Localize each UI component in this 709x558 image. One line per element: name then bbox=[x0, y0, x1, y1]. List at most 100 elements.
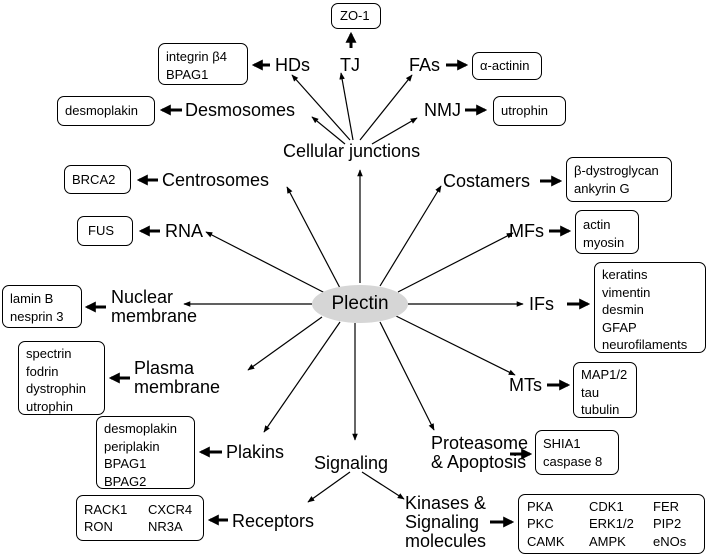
plakins-item: BPAG2 bbox=[104, 473, 147, 489]
arrow-to-rna bbox=[205, 231, 326, 294]
box-plasma: spectrin fodrin dystrophin utrophin bbox=[18, 341, 105, 415]
box-receptors: RACK1 CXCR4 RON NR3A bbox=[76, 495, 204, 541]
arrow-to-hds bbox=[291, 74, 351, 141]
box-rna: FUS bbox=[77, 216, 133, 246]
kinases-item: PIP2 bbox=[653, 516, 682, 532]
label-nuclear-membrane: Nuclear membrane bbox=[111, 288, 197, 326]
box-costamers: β-dystroglycan ankyrin G bbox=[566, 157, 672, 202]
mts-item: tubulin bbox=[581, 402, 620, 417]
box-zo1: ZO-1 bbox=[331, 3, 381, 29]
kinases-line-3: molecules bbox=[405, 531, 487, 551]
arrow-to-plakins bbox=[263, 321, 341, 433]
proteasome-item: caspase 8 bbox=[543, 453, 603, 469]
arrow-to-mts bbox=[395, 315, 516, 376]
receptors-item: NR3A bbox=[148, 519, 183, 534]
kinases-line-1: Kinases & bbox=[405, 493, 487, 513]
kinases-item: PKA bbox=[527, 498, 554, 514]
box-fas: α-actinin bbox=[472, 52, 542, 80]
label-mfs: MFs bbox=[509, 221, 544, 241]
plasma-membrane-line-2: membrane bbox=[134, 377, 221, 397]
proteasome-line-2: & Apoptosis bbox=[431, 452, 527, 472]
box-plakins: desmoplakin periplakin BPAG1 BPAG2 bbox=[96, 416, 195, 489]
ifs-item: neurofilaments bbox=[602, 337, 688, 352]
label-tj: TJ bbox=[340, 55, 360, 75]
label-plasma-membrane: Plasma membrane bbox=[134, 359, 220, 397]
arrow-to-centrosomes bbox=[286, 186, 341, 289]
ifs-item: keratins bbox=[602, 267, 648, 282]
ifs-item: GFAP bbox=[602, 319, 637, 335]
plasma-item: fodrin bbox=[26, 363, 59, 379]
desmosomes-item: desmoplakin bbox=[65, 103, 138, 118]
label-centrosomes: Centrosomes bbox=[162, 170, 270, 190]
plasma-item: utrophin bbox=[26, 398, 73, 414]
receptors-item: RON bbox=[84, 519, 113, 534]
box-nmj: utrophin bbox=[493, 96, 566, 126]
label-rna: RNA bbox=[165, 221, 204, 241]
fas-item: α-actinin bbox=[480, 58, 530, 73]
mfs-item: actin bbox=[583, 217, 611, 232]
plasma-membrane-line-1: Plasma bbox=[134, 358, 195, 378]
nuclear-membrane-line-2: membrane bbox=[111, 306, 198, 326]
kinases-item: ERK1/2 bbox=[589, 516, 634, 532]
arrow-to-plasma-membrane bbox=[247, 316, 323, 371]
nuclear-item: nesprin 3 bbox=[10, 308, 64, 324]
label-fas: FAs bbox=[409, 55, 441, 75]
plakins-item: desmoplakin bbox=[104, 421, 177, 436]
label-plakins: Plakins bbox=[226, 442, 285, 462]
box-centrosomes: BRCA2 bbox=[64, 165, 131, 194]
kinases-item: PKC bbox=[527, 516, 554, 532]
plakins-item: periplakin bbox=[104, 438, 160, 454]
box-hds: integrin β4 BPAG1 bbox=[158, 43, 248, 85]
kinases-item: CDK1 bbox=[589, 498, 624, 514]
zo1-item: ZO-1 bbox=[340, 8, 370, 23]
arrow-to-nmj bbox=[371, 117, 418, 145]
box-desmosomes: desmoplakin bbox=[57, 96, 155, 126]
label-signaling: Signaling bbox=[314, 453, 389, 473]
plakins-item: BPAG1 bbox=[104, 456, 147, 471]
arrow-to-proteasome bbox=[379, 321, 435, 431]
kinases-item: CAMK bbox=[527, 533, 565, 549]
box-kinases: PKA CDK1 FER PKC ERK1/2 PIP2 CAMK AMPK e… bbox=[518, 494, 705, 554]
label-cellular-junctions: Cellular junctions bbox=[283, 141, 421, 161]
label-kinases: Kinases & Signaling molecules bbox=[405, 494, 486, 551]
label-costamers: Costamers bbox=[443, 171, 531, 191]
kinases-item: FER bbox=[653, 498, 679, 514]
box-nuclear: lamin B nesprin 3 bbox=[2, 285, 82, 328]
receptors-item: RACK1 bbox=[84, 501, 128, 517]
arrow-to-tj bbox=[339, 72, 354, 141]
label-mts: MTs bbox=[509, 375, 542, 395]
arrow-to-desmosomes bbox=[311, 116, 346, 145]
centrosomes-item: BRCA2 bbox=[72, 172, 116, 187]
label-receptors: Receptors bbox=[232, 511, 315, 531]
mts-item: tau bbox=[581, 384, 600, 400]
mts-item: MAP1/2 bbox=[581, 367, 628, 382]
nmj-item: utrophin bbox=[501, 103, 548, 118]
costamers-item: β-dystroglycan bbox=[574, 163, 659, 178]
hds-item: integrin β4 bbox=[166, 49, 227, 64]
hds-item: BPAG1 bbox=[166, 66, 209, 82]
label-ifs: IFs bbox=[529, 294, 554, 314]
arrow-to-fas bbox=[359, 74, 413, 141]
costamers-item: ankyrin G bbox=[574, 180, 630, 196]
kinases-line-2: Signaling bbox=[405, 512, 480, 532]
arrow-to-mfs bbox=[397, 232, 514, 293]
box-mfs: actin myosin bbox=[575, 210, 639, 254]
kinases-item: AMPK bbox=[589, 533, 626, 549]
arrow-to-costamers bbox=[379, 185, 442, 287]
plasma-item: dystrophin bbox=[26, 381, 86, 396]
kinases-item: eNOs bbox=[653, 533, 687, 549]
ifs-item: desmin bbox=[602, 302, 644, 317]
proteasome-item: SHIA1 bbox=[543, 436, 581, 451]
box-ifs: keratins vimentin desmin GFAP neurofilam… bbox=[594, 262, 706, 353]
label-proteasome: Proteasome & Apoptosis bbox=[431, 434, 528, 472]
nuclear-membrane-line-1: Nuclear bbox=[111, 287, 174, 307]
box-proteasome: SHIA1 caspase 8 bbox=[535, 430, 619, 475]
nuclear-item: lamin B bbox=[10, 291, 54, 306]
label-desmosomes: Desmosomes bbox=[185, 100, 296, 120]
plasma-item: spectrin bbox=[26, 346, 72, 361]
mfs-item: myosin bbox=[583, 234, 625, 250]
rna-item: FUS bbox=[88, 223, 114, 238]
receptors-item: CXCR4 bbox=[148, 501, 193, 517]
label-nmj: NMJ bbox=[424, 100, 461, 120]
